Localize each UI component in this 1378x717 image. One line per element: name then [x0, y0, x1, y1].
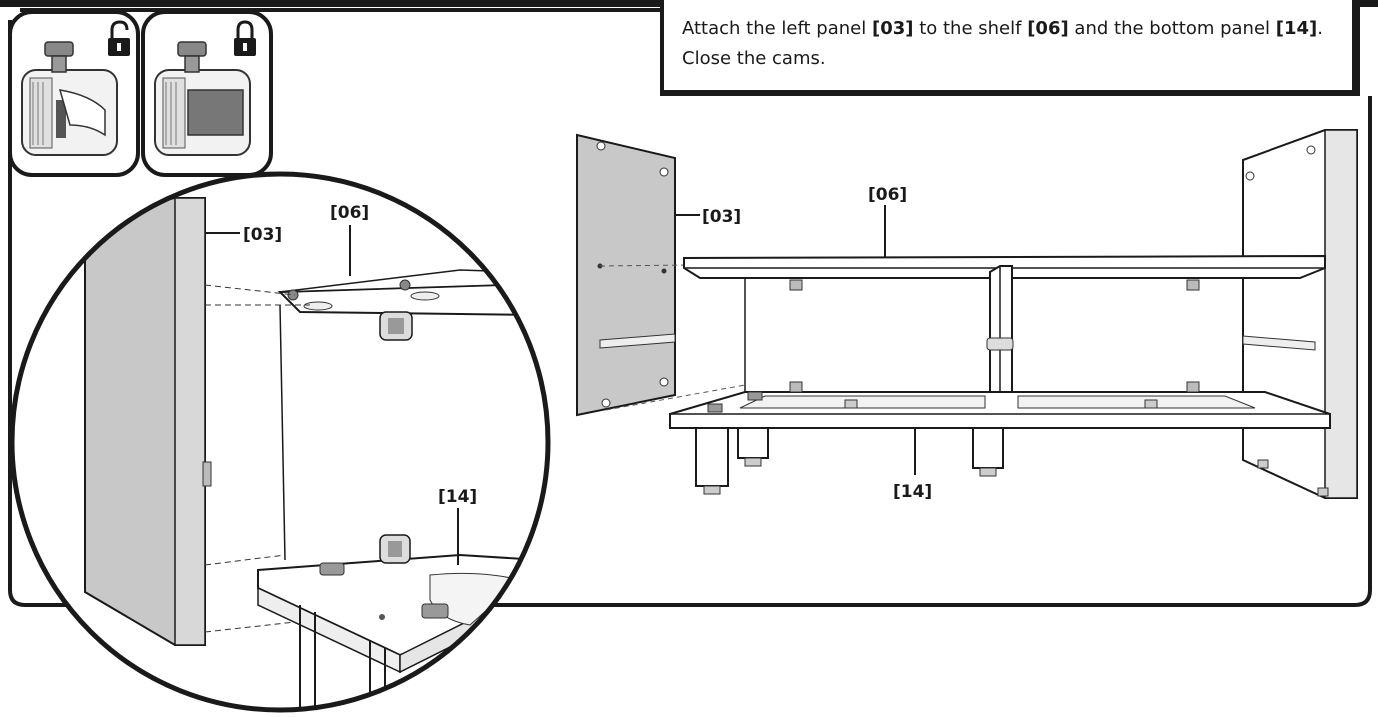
instruction-line-1: Attach the left panel [03] to the shelf …: [682, 18, 1324, 39]
cam-closed-icon: [154, 41, 251, 156]
detail-magnifier: [03] [06] [14]: [9, 171, 551, 713]
unlocked-padlock-icon: [108, 20, 130, 56]
main-frame: [8, 8, 1372, 607]
detail-label-left-panel: [03]: [243, 225, 282, 245]
part-ref-bottom-panel: [14]: [1275, 18, 1318, 39]
main-label-shelf: [06]: [868, 185, 907, 205]
detail-label-shelf: [06]: [330, 203, 369, 223]
part-ref-left-panel: [03]: [871, 18, 914, 39]
main-label-left-panel: [03]: [702, 207, 741, 227]
part-ref-shelf: [06]: [1027, 18, 1069, 39]
detail-label-bottom: [14]: [438, 487, 477, 507]
cam-open-icon: [21, 41, 118, 156]
main-legs: [695, 427, 1004, 495]
instruction-box: Attach the left panel [03] to the shelf …: [660, 0, 1360, 96]
cam-closed-icon-box: [141, 10, 273, 177]
main-label-bottom: [14]: [893, 482, 932, 502]
main-assembly-view: [03] [06] [14]: [576, 129, 1358, 502]
main-left-panel: [576, 133, 676, 417]
instruction-line-2: Close the cams.: [682, 48, 826, 69]
locked-padlock-icon: [234, 20, 256, 56]
cam-open-icon-box: [8, 10, 140, 177]
